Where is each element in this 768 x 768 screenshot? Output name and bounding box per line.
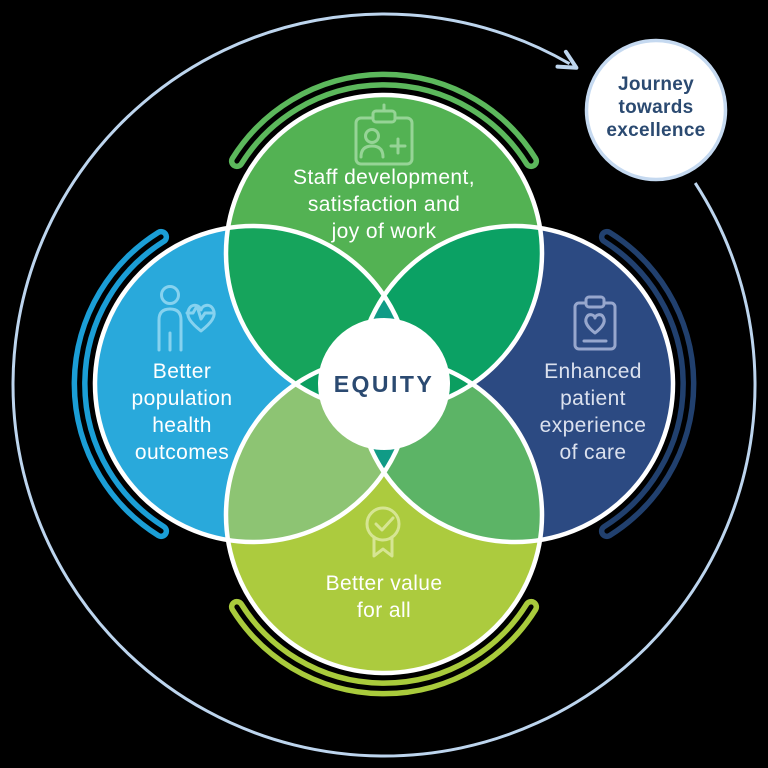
population-label-line-4: outcomes (135, 441, 229, 464)
value-label-line-1: Better value (326, 572, 443, 595)
swoosh-left-core (77, 234, 164, 534)
journey-ring-arc (11, 12, 757, 758)
journey-label-line-2: towards (619, 97, 694, 118)
patient-label-line-2: patient (560, 387, 626, 410)
swoosh-top-core (234, 77, 534, 164)
venn-circles: EQUITY (92, 92, 676, 676)
population-label-line-2: population (132, 387, 233, 410)
patient-label-line-4: of care (560, 441, 627, 464)
swoosh-right-core (604, 234, 691, 534)
value-section: Better value for all (326, 506, 443, 622)
journey-label-line-1: Journey (618, 74, 694, 95)
journey-ring (11, 12, 757, 758)
staff-label-line-1: Staff development, (293, 166, 475, 189)
staff-section: Staff development, satisfaction and joy … (293, 103, 475, 243)
journey-ring-arrowhead-icon (555, 49, 579, 70)
award-check-icon (365, 506, 401, 558)
id-badge-icon (354, 103, 414, 166)
patient-label-line-3: experience (540, 414, 647, 437)
journey-badge: Journey towards excellence (584, 38, 728, 182)
person-heart-icon (157, 285, 216, 352)
equity-label: EQUITY (334, 371, 435, 397)
swoosh-arcs (71, 71, 697, 697)
equity-circle (318, 318, 450, 450)
population-section: Better population health outcomes (132, 285, 233, 464)
population-label-line-1: Better (153, 360, 211, 383)
swoosh-bottom-core (234, 604, 534, 691)
patient-label-line-1: Enhanced (544, 360, 642, 383)
journey-label-line-3: excellence (606, 120, 705, 141)
value-label-line-2: for all (357, 599, 411, 622)
clipboard-heart-icon (573, 295, 617, 351)
patient-section: Enhanced patient experience of care (540, 295, 647, 464)
journey-badge-circle (584, 38, 728, 182)
staff-label-line-2: satisfaction and (308, 193, 460, 216)
population-label-line-3: health (152, 414, 212, 437)
staff-label-line-3: joy of work (331, 220, 437, 243)
